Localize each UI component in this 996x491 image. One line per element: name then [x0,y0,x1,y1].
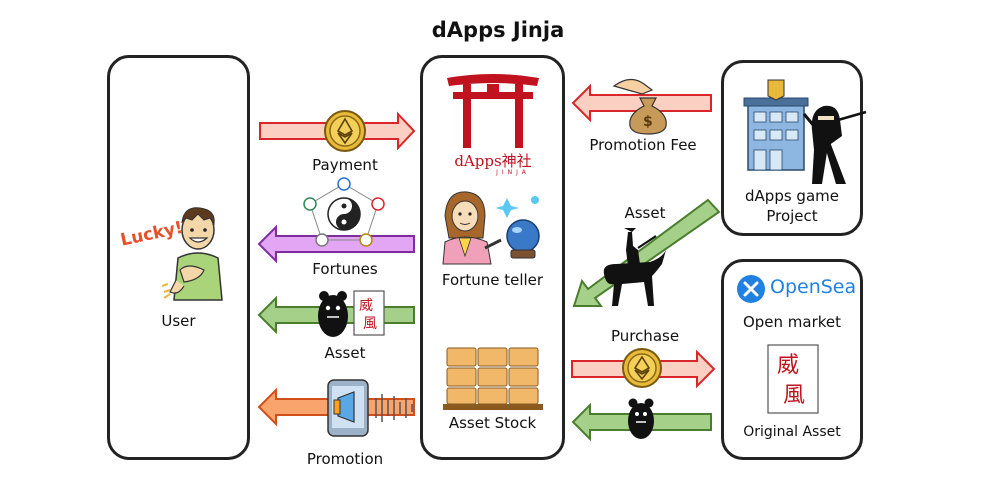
promotion-label: Promotion [306,450,384,468]
samurai-horse-icon [603,228,666,306]
bear-character-icon [318,291,348,337]
ethereum-coin-icon [622,348,662,388]
fortunes-label: Fortunes [312,260,378,278]
svg-text:$: $ [643,114,653,130]
ninja-icon [802,105,867,184]
svg-text:風: 風 [363,316,377,332]
seal-card-icon: 威 風 [767,344,819,414]
opensea-logo-icon [737,275,765,303]
money-bag-icon: $ [612,78,667,135]
treasure-box-icon [443,347,543,410]
project-label-line2: Project [766,207,818,225]
logo-sub: JINJA [496,169,530,176]
fortunes-arrow [257,224,415,264]
yin-yang-icon [303,177,385,247]
megaphone-phone-icon [327,379,413,437]
torii-gate-icon [447,74,539,148]
svg-text:風: 風 [783,383,805,408]
fortune-teller-label: Fortune teller [441,271,544,289]
svg-text:威: 威 [777,353,799,378]
promotion-fee-label: Promotion Fee [589,136,697,154]
user-label: User [161,312,196,330]
payment-label: Payment [312,156,378,174]
seal-card-icon: 威 風 [353,290,385,336]
asset-diagonal-label: Asset [624,204,666,222]
open-market-label: Open market [742,313,842,331]
svg-text:威: 威 [359,298,373,314]
purchase-label: Purchase [610,327,680,345]
logo-kanji: 神社 [501,152,532,170]
bear-character-icon [628,398,654,439]
asset-to-user-label: Asset [324,344,366,362]
asset-stock-label: Asset Stock [448,414,537,432]
ethereum-coin-icon [324,110,366,152]
logo-text: dApps [454,152,502,170]
project-label-line1: dApps game [745,187,839,205]
diagram-title: dApps Jinja [431,18,565,42]
fortune-teller-illustration [442,191,540,265]
lucky-text: Lucky! [119,218,185,251]
lucky-user-illustration: Lucky! [119,207,223,301]
opensea-brand: OpenSea [770,276,857,298]
original-asset-label: Original Asset [743,424,841,440]
dapps-jinja-logo: dApps神社 JINJA [438,150,548,176]
game-project-illustration [743,79,809,171]
